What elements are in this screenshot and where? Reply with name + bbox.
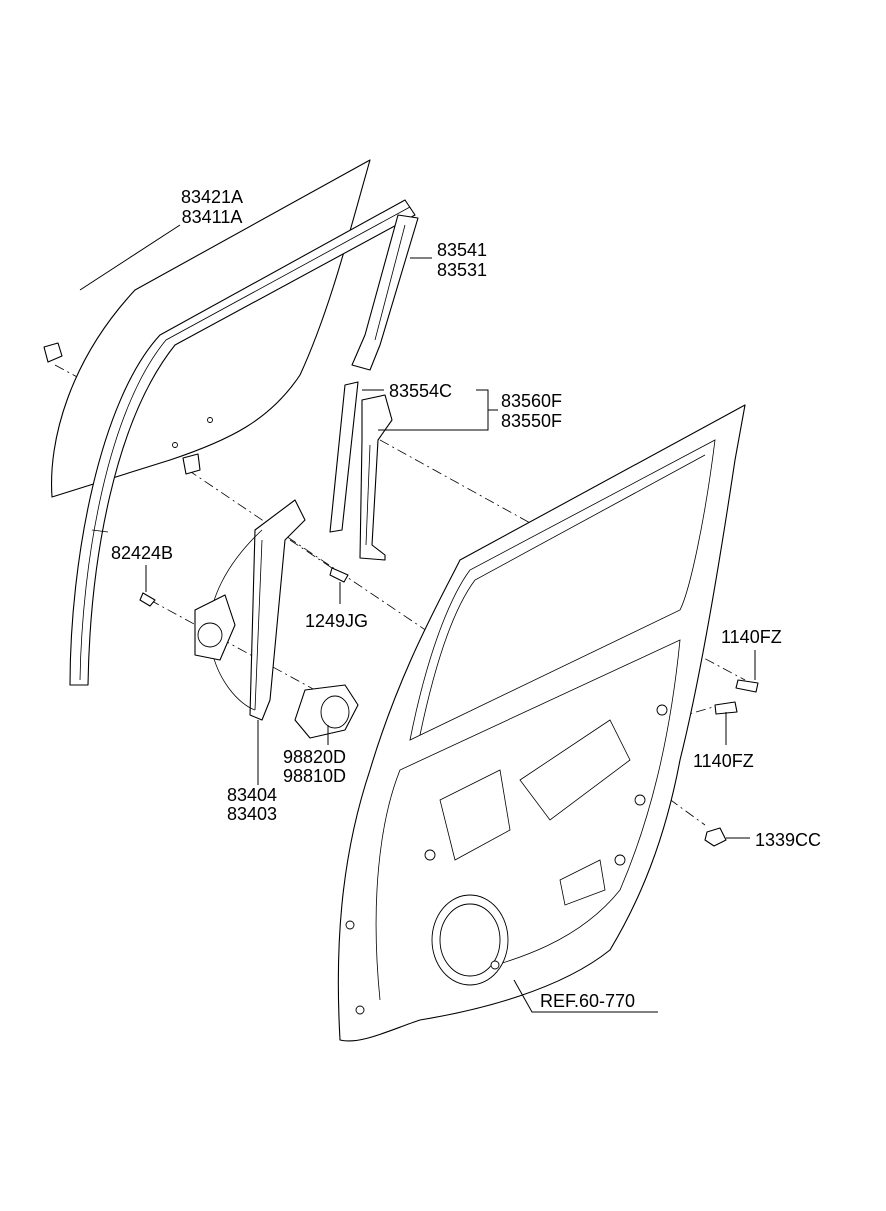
regulator-motor <box>294 684 359 739</box>
lower-channel-sash <box>329 381 393 561</box>
window-regulator <box>194 499 306 721</box>
leader-lines <box>79 224 756 1013</box>
label-1249jg: 1249JG <box>305 611 368 631</box>
label-83411a: 83411A <box>182 207 243 227</box>
label-83541: 83541 <box>437 240 487 260</box>
rear-upper-channel <box>351 214 419 371</box>
label-83531: 83531 <box>437 260 487 280</box>
label-1140fz-bottom: 1140FZ <box>693 751 754 771</box>
clip-lower-icon <box>182 453 201 475</box>
label-83403: 83403 <box>227 804 277 824</box>
glass-run-channel <box>69 199 416 686</box>
label-83554c: 83554C <box>389 381 452 401</box>
clip-icon <box>43 342 63 363</box>
label-1140fz-top: 1140FZ <box>721 627 782 647</box>
label-83550f: 83550F <box>501 411 562 431</box>
label-ref-60-770: REF.60-770 <box>540 991 635 1011</box>
label-83421a: 83421A <box>181 187 243 207</box>
bolt-1249jg-icon <box>329 567 349 583</box>
label-82424b: 82424B <box>111 543 173 563</box>
nut-1339cc-icon <box>704 827 727 847</box>
label-83560f: 83560F <box>501 391 562 411</box>
callout-labels: 83421A 83411A 83541 83531 83554C 83560F … <box>111 187 821 1011</box>
bolt-1140fz-top-icon <box>735 679 759 693</box>
label-1339cc: 1339CC <box>755 830 821 850</box>
label-98810d: 98810D <box>283 766 346 786</box>
door-inner-panel <box>337 404 746 1042</box>
fasteners <box>43 342 759 847</box>
bolt-82424b-icon <box>139 592 156 607</box>
bolt-1140fz-bottom-icon <box>714 701 738 715</box>
label-98820d: 98820D <box>283 747 346 767</box>
label-83404: 83404 <box>227 785 277 805</box>
